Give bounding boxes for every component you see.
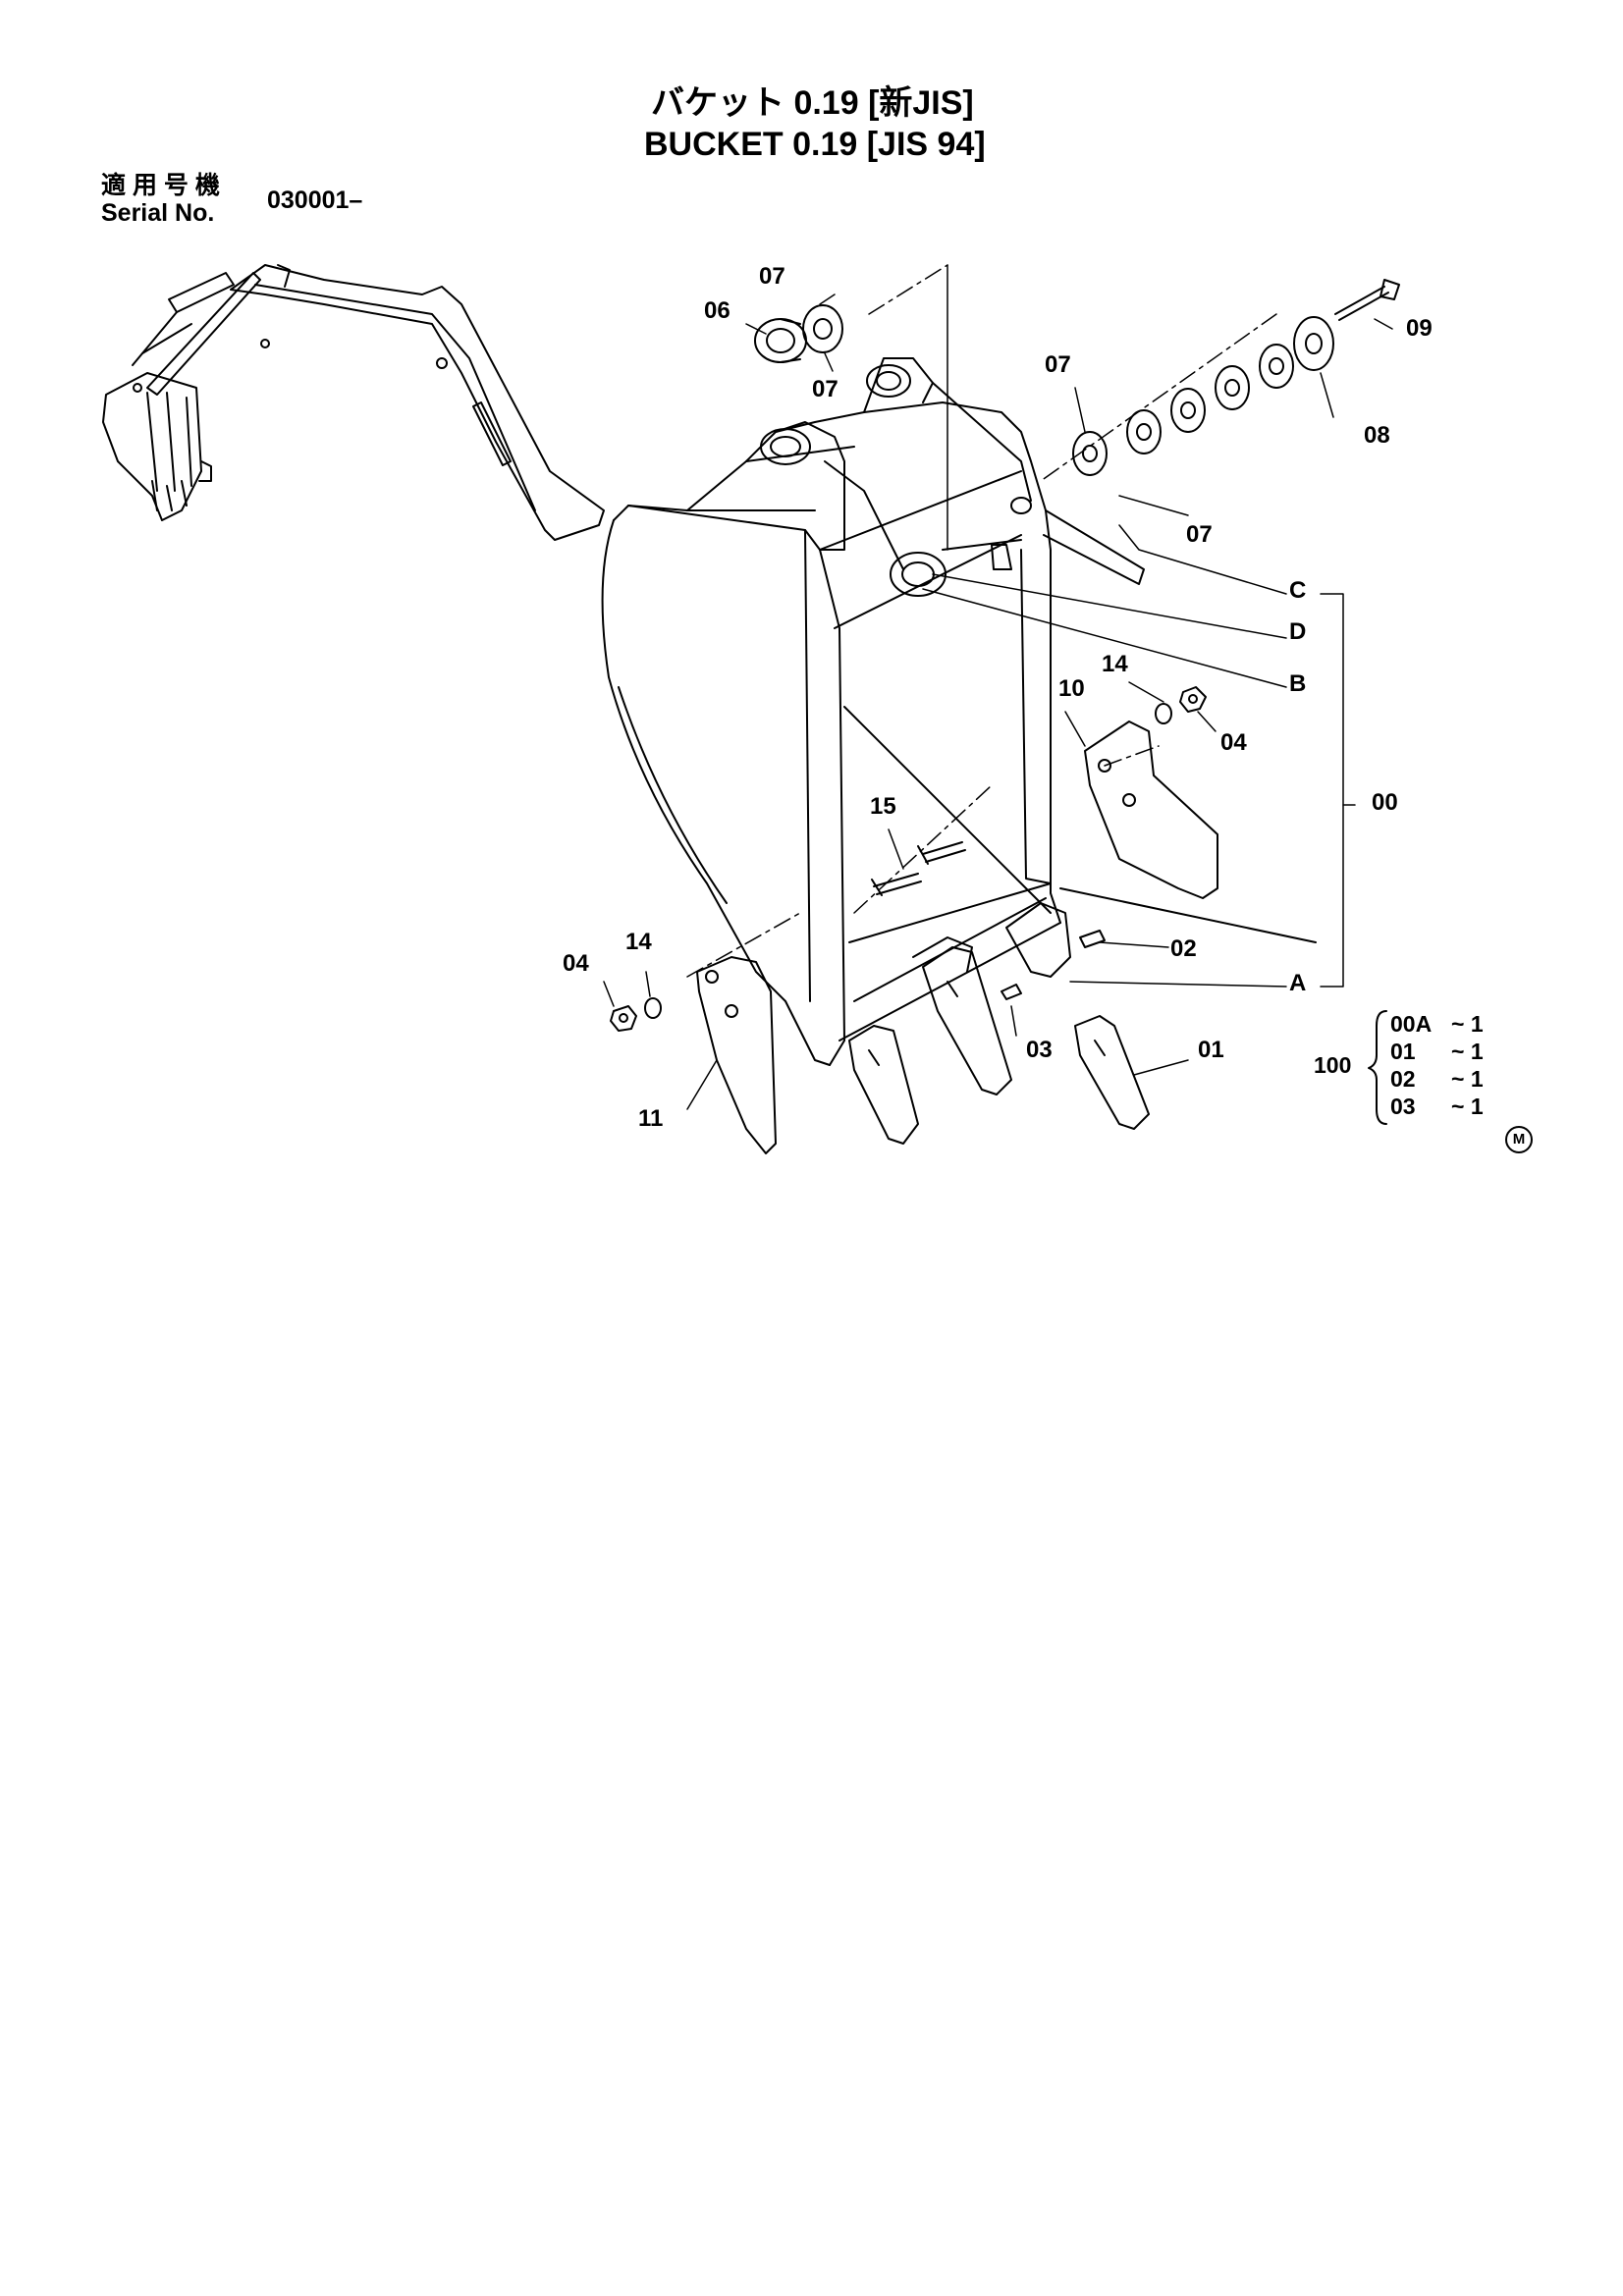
kit-item-qty: ~ 1 bbox=[1451, 1039, 1484, 1064]
callout-06: 06 bbox=[704, 297, 730, 324]
kit-item: 03 ~ 1 bbox=[1390, 1094, 1484, 1121]
kit-list: 00A ~ 1 01 ~ 1 02 ~ 1 03 ~ 1 bbox=[1390, 1011, 1484, 1121]
washer-part-14-left bbox=[644, 997, 662, 1019]
callout-07-lower: 07 bbox=[1186, 521, 1213, 548]
kit-item: 00A ~ 1 bbox=[1390, 1011, 1484, 1039]
callout-07-right: 07 bbox=[1045, 351, 1071, 378]
bushing-part-06 bbox=[754, 318, 807, 363]
kit-item-part: 00A bbox=[1390, 1011, 1433, 1037]
nut-part-04-left bbox=[610, 1005, 637, 1032]
pin-centerlines bbox=[686, 264, 1277, 978]
plate-part-08 bbox=[1293, 316, 1334, 371]
kit-item-qty: ~ 1 bbox=[1451, 1066, 1484, 1092]
serial-number: 030001– bbox=[267, 187, 363, 214]
tooth-part-01 bbox=[848, 946, 1150, 1145]
callout-C: C bbox=[1289, 577, 1307, 604]
bolt-part-09 bbox=[1334, 279, 1400, 321]
side-cutter-part-10 bbox=[1084, 721, 1218, 899]
nut-part-04-right bbox=[1179, 686, 1207, 713]
washer-part-14-right bbox=[1155, 703, 1172, 724]
callout-00: 00 bbox=[1372, 789, 1398, 816]
kit-item-part: 01 bbox=[1390, 1039, 1416, 1064]
kit-item-qty: ~ 1 bbox=[1451, 1011, 1484, 1037]
bucket-body bbox=[601, 401, 1317, 1066]
callout-08: 08 bbox=[1364, 422, 1390, 449]
excavator-arm-thumbnail bbox=[102, 264, 605, 541]
callout-11: 11 bbox=[638, 1105, 664, 1132]
callout-D: D bbox=[1289, 618, 1307, 645]
serial-label-japanese: 適 用 号 機 bbox=[101, 172, 220, 199]
callout-04-right: 04 bbox=[1220, 729, 1247, 756]
callout-14-left: 14 bbox=[625, 929, 652, 955]
callout-09: 09 bbox=[1406, 315, 1433, 342]
lock-part-03 bbox=[1001, 984, 1022, 1000]
kit-item: 01 ~ 1 bbox=[1390, 1039, 1484, 1066]
side-cutter-part-11 bbox=[696, 956, 777, 1154]
kit-bracket bbox=[1368, 1010, 1387, 1125]
kit-number: 100 bbox=[1314, 1052, 1352, 1078]
kit-item-part: 02 bbox=[1390, 1066, 1416, 1092]
shim-stack-part-07 bbox=[1072, 344, 1294, 476]
callout-02: 02 bbox=[1170, 935, 1197, 962]
callout-10: 10 bbox=[1058, 675, 1085, 702]
serial-label-english: Serial No. bbox=[101, 199, 215, 227]
kit-item-qty: ~ 1 bbox=[1451, 1094, 1484, 1119]
m-mark-icon: M bbox=[1505, 1126, 1533, 1153]
kit-item-part: 03 bbox=[1390, 1094, 1416, 1119]
kit-item: 02 ~ 1 bbox=[1390, 1066, 1484, 1094]
title-japanese: バケット 0.19 [新JIS] bbox=[651, 84, 974, 122]
callout-B: B bbox=[1289, 670, 1307, 697]
shim-part-07-left bbox=[802, 304, 843, 353]
pin-part-02 bbox=[1079, 930, 1106, 948]
title-english: BUCKET 0.19 [JIS 94] bbox=[644, 126, 986, 163]
bolt-part-15 bbox=[871, 841, 966, 896]
callout-A: A bbox=[1289, 970, 1307, 996]
bucket-lugs bbox=[760, 357, 1032, 597]
callout-01: 01 bbox=[1198, 1037, 1224, 1063]
leader-lines bbox=[603, 294, 1393, 1110]
callout-04-left: 04 bbox=[563, 950, 589, 977]
callout-07-top: 07 bbox=[759, 263, 785, 290]
callout-15: 15 bbox=[870, 793, 896, 820]
adapter-part-00A bbox=[912, 902, 1071, 978]
callout-14-right: 14 bbox=[1102, 651, 1128, 677]
callout-03: 03 bbox=[1026, 1037, 1053, 1063]
callout-07-mid: 07 bbox=[812, 376, 839, 402]
